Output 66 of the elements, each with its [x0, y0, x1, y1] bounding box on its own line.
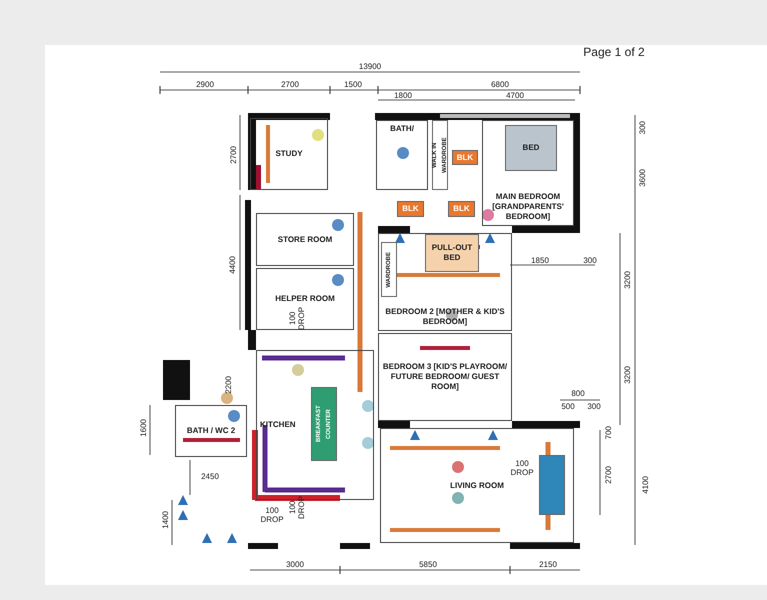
room-name: BATH / WC 2 [186, 426, 236, 436]
dimension-label: 1800 [394, 90, 412, 100]
room-outline [256, 213, 354, 266]
pull-out-bed [425, 234, 479, 272]
room-name: BEDROOM 2 [MOTHER & KID'S BEDROOM] [384, 307, 506, 327]
dimension-label: 3200 [622, 366, 632, 384]
dimension-label: 700 [604, 426, 612, 440]
dimension-label: 2700 [228, 146, 238, 164]
item-label: BLK [456, 152, 474, 162]
cabinet-block [452, 150, 478, 165]
dimension-label: 5850 [419, 560, 437, 568]
dimension-label: 3200 [622, 271, 632, 289]
bedroom-outline [378, 333, 512, 421]
item-label: BLK [402, 204, 419, 214]
item-label: BLK [453, 204, 470, 214]
dimension-label: 4100 [640, 476, 650, 494]
wardrobe [432, 120, 448, 190]
cabinet-block [397, 201, 424, 217]
room-name: HELPER ROOM [275, 294, 335, 304]
living-room-outline [380, 428, 574, 543]
room-name: BEDROOM 3 [KID'S PLAYROOM/ FUTURE BEDROOM/ GUEST ROOM] [382, 362, 508, 392]
item-label: BED [522, 143, 540, 153]
dimension-label: 1600 [138, 419, 148, 437]
dimension-label: 3000 [286, 560, 304, 568]
item-label: PULL-OUT BED [430, 243, 474, 263]
dimension-label: 4400 [228, 256, 236, 274]
room-outline [256, 268, 354, 330]
bathroom-outline [376, 120, 428, 190]
dimension-label: 1850 [531, 256, 549, 264]
wardrobe [381, 242, 397, 297]
cabinet-block [448, 201, 475, 217]
page-number: Page 1 of 2 [583, 45, 645, 59]
bed [505, 125, 557, 171]
drop-note: 100 DROP [260, 506, 284, 524]
dimension-label: 800 [571, 388, 585, 398]
dimension-label: 2150 [539, 560, 557, 568]
bedroom-outline [482, 120, 574, 226]
room-name: BATH/ [390, 124, 414, 134]
room-name: MAIN BEDROOM [GRANDPARENTS' BEDROOM] [491, 192, 565, 222]
drop-note: 100 DROP [288, 495, 306, 519]
dimension-label: 2700 [604, 466, 612, 484]
dimension-label: 2900 [196, 80, 214, 88]
bathroom-outline [175, 405, 247, 457]
room-name: LIVING ROOM [450, 480, 504, 490]
room-name: STUDY [275, 149, 303, 159]
dimension-label: 3600 [638, 169, 646, 187]
dimension-label: 1400 [160, 511, 170, 529]
dimension-label: 1500 [344, 80, 362, 88]
dining-table [539, 455, 565, 515]
dimension-label: 300 [587, 402, 601, 410]
dimension-label: 2200 [224, 376, 232, 394]
room-outline [250, 118, 328, 190]
breakfast-counter [311, 387, 337, 461]
drop-note: 100 DROP [288, 306, 306, 330]
dimension-label: 300 [583, 256, 597, 264]
dimension-label: 300 [638, 121, 646, 135]
dimension-label: 2450 [201, 472, 219, 480]
dimension-label: 13900 [358, 62, 382, 70]
dimension-label: 500 [561, 402, 575, 410]
dimension-label: 4700 [506, 90, 524, 100]
drop-note: 100 DROP [510, 459, 534, 477]
dimension-label: 6800 [491, 80, 509, 88]
room-name: STORE ROOM [278, 234, 332, 244]
room-name: KITCHEN [260, 420, 296, 430]
bedroom-outline [378, 233, 512, 331]
dimension-label: 2700 [281, 80, 299, 88]
